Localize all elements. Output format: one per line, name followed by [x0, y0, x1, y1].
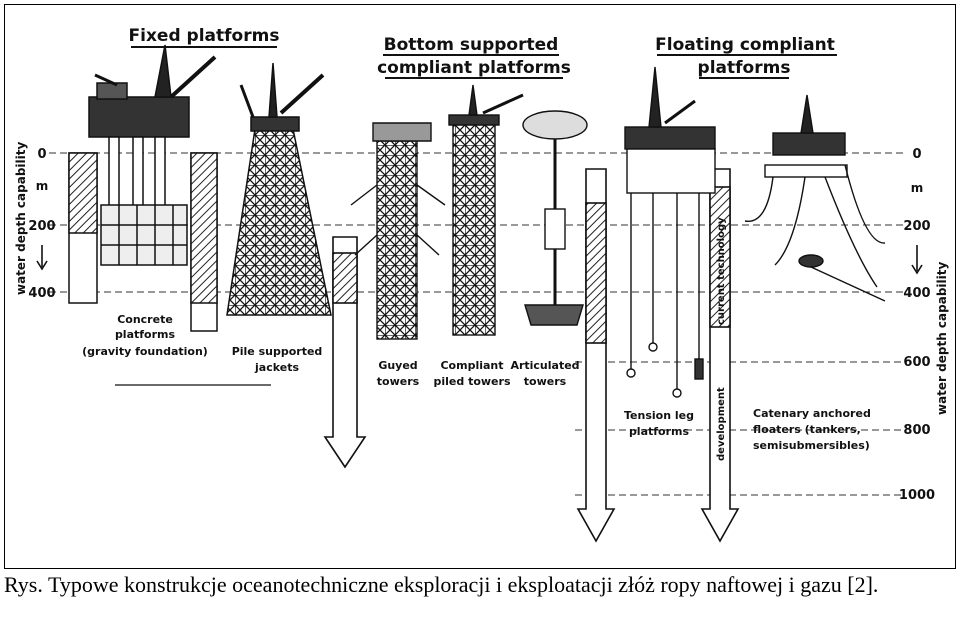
left-tick-400: 400 [28, 286, 55, 301]
left-axis-title: water depth capability [14, 142, 28, 295]
development-label: development [716, 387, 727, 461]
label-pile-2: jackets [254, 361, 299, 374]
heading-fixed-platforms: Fixed platforms [129, 26, 280, 46]
left-depth-axis: water depth capability 0 m 200 400 [14, 142, 56, 301]
right-tick-200: 200 [903, 219, 930, 234]
label-concrete-3: (gravity foundation) [82, 345, 208, 358]
compliant-tower-illustration [448, 84, 524, 336]
pile-jacket-illustration [226, 62, 332, 316]
right-depth-axis: 0 m 200 400 600 800 1000 water depth cap… [899, 147, 949, 503]
right-tick-800: 800 [903, 423, 930, 438]
right-axis-title: water depth capability [935, 262, 949, 415]
depth-bar-concrete [68, 152, 98, 304]
label-articulated-2: towers [524, 375, 567, 388]
tension-leg-illustration [624, 66, 716, 398]
depth-gridlines [49, 152, 905, 496]
label-guyed-1: Guyed [378, 359, 417, 372]
articulated-tower-illustration [522, 110, 588, 326]
heading-floating-line2: platforms [698, 58, 791, 78]
label-articulated-1: Articulated [510, 359, 579, 372]
left-tick-0: 0 [37, 147, 46, 162]
heading-bottom-line1: Bottom supported [384, 35, 559, 55]
label-catenary-3: semisubmersibles) [753, 439, 870, 452]
figure-frame: Fixed platforms Bottom supported complia… [4, 4, 956, 569]
label-guyed-2: towers [377, 375, 420, 388]
catenary-floater-illustration [744, 94, 886, 302]
left-axis-unit: m [36, 179, 49, 193]
depth-bar-pile-jacket [190, 152, 218, 332]
depth-arrow-catenary [700, 168, 740, 543]
offshore-platforms-diagram: Fixed platforms Bottom supported complia… [14, 26, 949, 543]
left-axis-arrow-icon [36, 245, 48, 271]
left-tick-200: 200 [28, 219, 55, 234]
right-tick-0: 0 [912, 147, 921, 162]
current-technology-label: current technology [716, 217, 727, 325]
label-compliant-1: Compliant [440, 359, 503, 372]
group-heading-bottom: Bottom supported compliant platforms [377, 35, 571, 79]
right-axis-unit: m [911, 181, 924, 195]
label-compliant-2: piled towers [434, 375, 511, 388]
right-tick-600: 600 [903, 355, 930, 370]
label-concrete-2: platforms [115, 328, 176, 341]
label-tlp-1: Tension leg [624, 409, 694, 422]
right-axis-arrow-icon [911, 245, 923, 275]
right-tick-1000: 1000 [899, 488, 935, 503]
right-tick-400: 400 [903, 286, 930, 301]
group-heading-fixed: Fixed platforms [129, 26, 280, 48]
depth-arrow-bottom-supported [323, 236, 367, 469]
label-catenary-1: Catenary anchored [753, 407, 871, 420]
group-heading-floating: Floating compliant platforms [655, 35, 837, 79]
figure-caption: Rys. Typowe konstrukcje oceanotechniczne… [4, 572, 879, 597]
label-tlp-2: platforms [629, 425, 690, 438]
concrete-platform-illustration [88, 44, 217, 266]
label-concrete-1: Concrete [117, 313, 173, 326]
label-catenary-2: floaters (tankers, [753, 423, 861, 436]
heading-floating-line1: Floating compliant [655, 35, 835, 55]
guyed-tower-illustration [350, 122, 446, 340]
label-pile-1: Pile supported [232, 345, 323, 358]
structure-labels: Concrete platforms (gravity foundation) … [82, 313, 871, 452]
depth-arrow-tension-leg [576, 168, 616, 543]
heading-bottom-line2: compliant platforms [377, 58, 571, 78]
